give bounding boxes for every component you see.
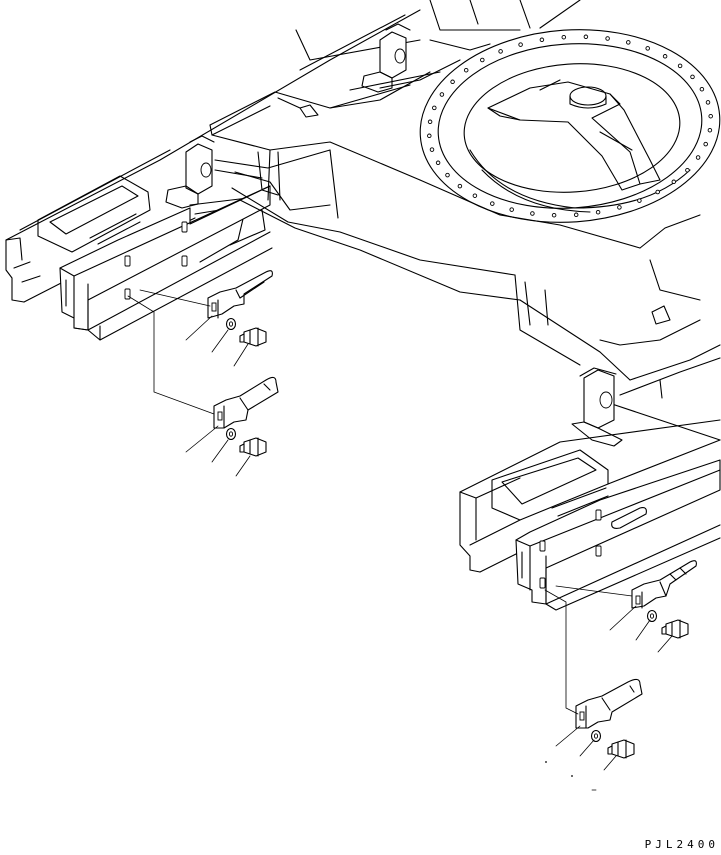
- bolt-hole: [605, 36, 610, 41]
- right-upper-plate: [631, 560, 697, 609]
- bolt-hole: [685, 167, 690, 173]
- bolt-hole: [707, 127, 713, 133]
- slot-hole: [181, 221, 188, 233]
- callout-left-upper-plate: [185, 315, 213, 341]
- right-channel-bracket: [515, 459, 721, 611]
- right-upper-washer: [646, 609, 658, 623]
- slot-hole: [124, 255, 131, 267]
- bolt-hole: [490, 201, 495, 206]
- callout-right-lower-plate: [555, 725, 581, 747]
- bolt-hole: [450, 79, 455, 85]
- left-lower-washer: [225, 427, 237, 441]
- bolt-hole: [427, 133, 432, 139]
- callout-right-upper-bolt: [657, 635, 673, 653]
- slot-hole: [539, 540, 546, 552]
- slot-hole: [124, 288, 131, 300]
- callout-right-lower-washer: [579, 739, 595, 757]
- clevis-block-left: [165, 135, 215, 209]
- callout-leaders: [185, 315, 673, 791]
- right-upper-bolt: [661, 619, 689, 639]
- bolt-hole: [655, 189, 660, 195]
- bolt-hole: [427, 119, 433, 125]
- swing-circle: [419, 29, 721, 223]
- bolt-hole: [708, 113, 713, 119]
- slot-hole: [539, 577, 546, 589]
- plate-slot: [211, 302, 217, 312]
- bolt-hole: [432, 105, 437, 111]
- callout-left-lower-washer: [211, 439, 229, 463]
- bolt-hole: [551, 212, 557, 218]
- callout-left-lower-plate: [185, 425, 219, 453]
- callout-right-upper-plate: [609, 605, 637, 631]
- bolt-hole: [429, 147, 435, 152]
- bolt-hole: [463, 67, 469, 73]
- left-upper-plate: [207, 270, 273, 319]
- clevis-block-right: [571, 367, 623, 447]
- bolt-hole: [645, 46, 650, 51]
- left-lower-bolt: [239, 437, 267, 457]
- bolt-hole: [637, 198, 642, 203]
- bolt-hole: [690, 74, 695, 80]
- callout-left-upper-washer: [211, 329, 229, 353]
- slot-hole: [595, 509, 602, 521]
- bolt-hole: [695, 155, 701, 160]
- bolt-hole: [498, 49, 503, 54]
- bolt-hole: [472, 193, 478, 198]
- right-lower-plate: [575, 678, 643, 729]
- bolt-hole: [626, 40, 631, 45]
- bolt-hole: [439, 92, 445, 97]
- centre-frame-beam: [209, 0, 721, 441]
- callout-left-lower-bolt: [235, 455, 251, 477]
- bolt-hole: [671, 179, 677, 185]
- clevis-block-upper: [361, 23, 411, 93]
- callout-right-upper-washer: [635, 619, 651, 641]
- right-lower-washer: [590, 729, 602, 743]
- callout-left-upper-bolt: [233, 343, 249, 367]
- bolt-hole: [703, 141, 708, 147]
- plate-slot: [635, 595, 641, 605]
- bolt-hole: [509, 207, 514, 212]
- plate-slot: [579, 711, 585, 721]
- plate-slot: [217, 411, 223, 421]
- slot-hole: [181, 255, 188, 267]
- bolt-hole: [435, 160, 441, 166]
- bolt-hole: [595, 209, 601, 215]
- right-lower-bolt: [607, 739, 635, 759]
- bolt-hole: [530, 211, 535, 216]
- bolt-hole: [561, 34, 567, 40]
- left-track-frame: [5, 9, 421, 303]
- bolt-hole: [699, 86, 705, 92]
- bolt-hole: [583, 34, 589, 40]
- bolt-hole: [518, 42, 523, 47]
- assembly-guide-lines: [127, 289, 633, 715]
- bolt-hole: [445, 172, 450, 178]
- bolt-hole: [677, 63, 683, 69]
- bolt-hole: [705, 100, 711, 105]
- bolt-hole: [539, 37, 545, 43]
- bolt-hole-ring: [427, 34, 713, 218]
- left-upper-washer: [225, 317, 237, 331]
- slot-hole: [595, 545, 602, 557]
- left-channel-bracket: [59, 185, 273, 341]
- left-lower-plate: [213, 376, 279, 429]
- callout-right-lower-bolt: [603, 755, 617, 771]
- left-upper-bolt: [239, 327, 267, 347]
- bolt-hole: [573, 212, 579, 218]
- bolt-hole: [480, 57, 485, 63]
- bolt-hole: [617, 205, 622, 210]
- bolt-hole: [457, 183, 463, 189]
- drawing-code: PJL2400: [644, 838, 719, 851]
- bolt-hole: [662, 54, 668, 59]
